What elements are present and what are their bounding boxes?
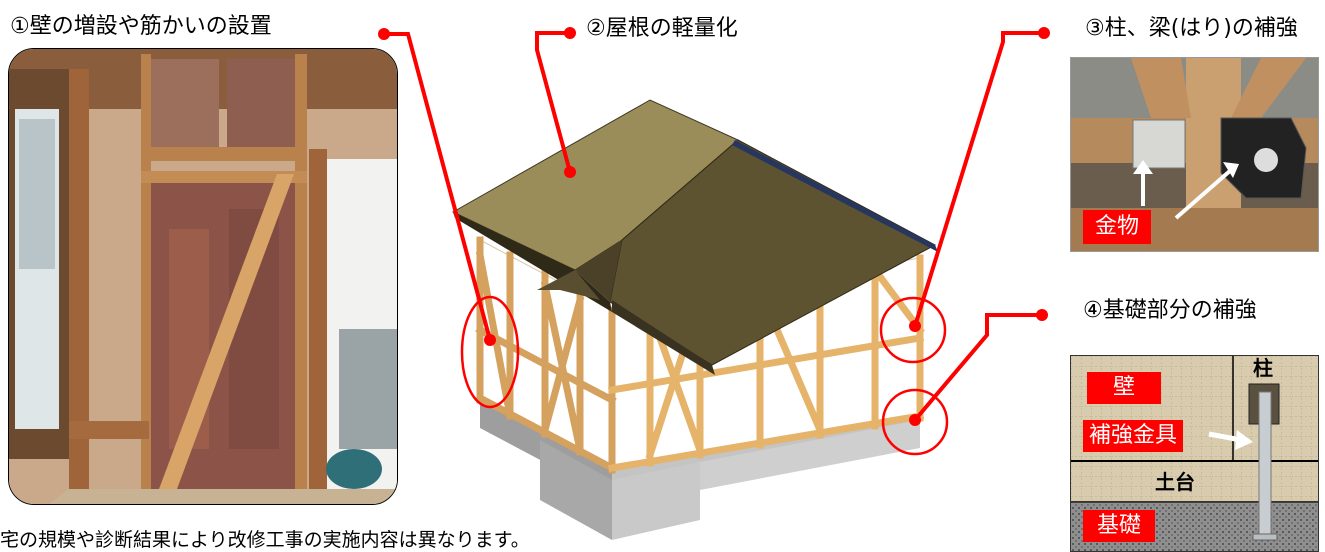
tag-foundation-base: 基礎	[1083, 510, 1156, 542]
label-wall-reinforcement: ①壁の増設や筋かいの設置	[10, 14, 272, 39]
room-wall-photo	[8, 48, 398, 505]
label-foundation-reinforcement: ④基礎部分の補強	[1083, 298, 1257, 323]
metal-fitting-photo: 金物	[1070, 57, 1319, 252]
callout-dot-1	[378, 28, 390, 40]
label-column-beam-reinforcement: ③柱、梁(はり)の補強	[1085, 16, 1298, 41]
tag-wall: 壁	[1087, 372, 1162, 404]
footnote-text: 宅の規模や診断結果により改修工事の実施内容は異なります。	[0, 529, 530, 551]
foundation-diagram: 壁 柱 補強金具 土台 基礎	[1070, 355, 1319, 552]
label-roof-lightening: ②屋根の軽量化	[586, 16, 738, 41]
text-column: 柱	[1253, 356, 1273, 380]
text-sill: 土台	[1155, 470, 1195, 494]
tag-reinforcement-bracket: 補強金具	[1083, 420, 1184, 452]
tag-metal-fitting: 金物	[1083, 210, 1152, 244]
